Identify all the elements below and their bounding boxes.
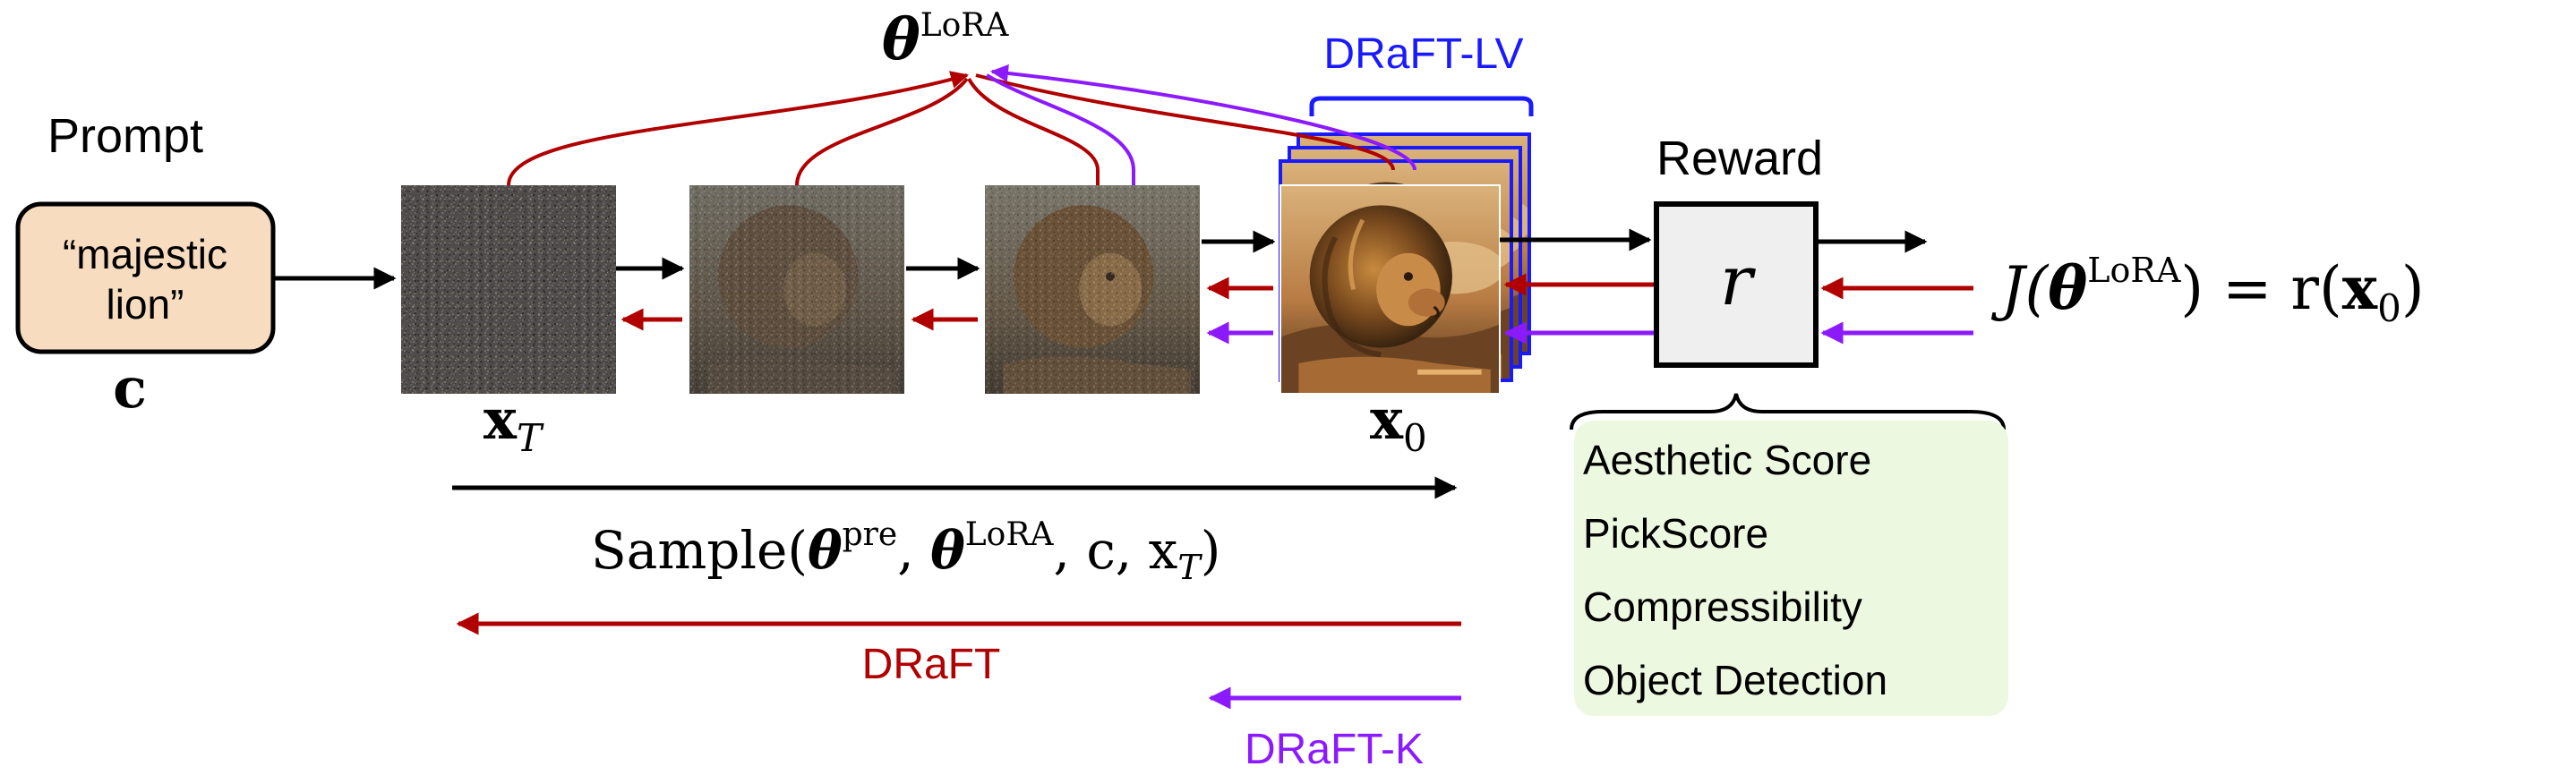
xT-label: xT <box>484 387 544 460</box>
draft-lv-label: DRaFT-LV <box>1323 30 1523 78</box>
draft-lv-bracket <box>1309 96 1534 116</box>
reward-option-compressibility: Compressibility <box>1583 583 1862 630</box>
sample-function-label: Sample(θpre, θLoRA, c, xT) <box>591 516 1220 587</box>
reward-box <box>1654 201 1819 368</box>
prompt-label: Prompt <box>47 109 203 163</box>
noisy-lion-image-2 <box>985 185 1200 394</box>
reward-options-panel <box>1574 421 2008 716</box>
gradient-curves-to-theta <box>507 64 1416 186</box>
noise-image-xT <box>401 185 616 394</box>
x0-label: x0 <box>1370 387 1427 460</box>
objective-equation: J(θLoRA) = r(x0) <box>1990 251 2425 330</box>
reward-option-pickscore: PickScore <box>1583 510 1768 557</box>
draft-k-legend-label: DRaFT-K <box>1245 726 1424 773</box>
prompt-text-line2: lion” <box>107 281 184 328</box>
prompt-symbol-c: c <box>113 355 147 421</box>
theta-lora-label: θLoRA <box>882 6 1009 73</box>
reward-option-aesthetic: Aesthetic Score <box>1583 437 1871 483</box>
lion-image-x0 <box>1279 184 1501 395</box>
reward-option-object-detection: Object Detection <box>1583 657 1887 703</box>
reward-label: Reward <box>1656 132 1823 185</box>
noisy-lion-image-1 <box>689 185 904 394</box>
draft-legend-label: DRaFT <box>862 641 1001 688</box>
reward-symbol-r: r <box>1720 241 1757 320</box>
prompt-text-line1: “majestic <box>63 231 227 277</box>
prompt-box <box>15 201 276 354</box>
reward-options-brace <box>1570 393 2006 430</box>
